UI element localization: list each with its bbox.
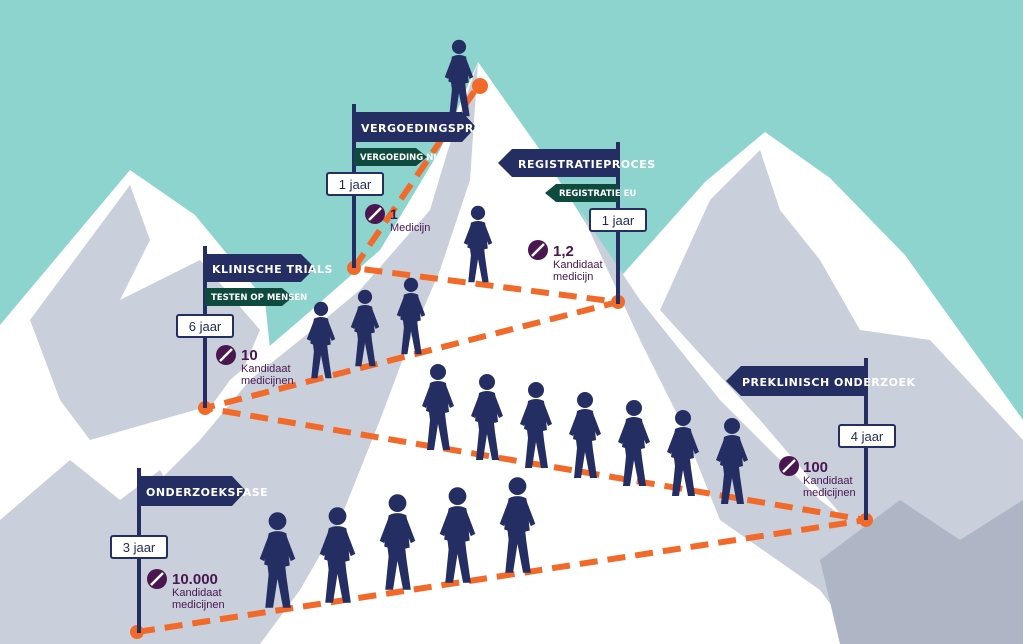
candidate-label: medicijnen [241,375,294,387]
sign-klinische-trials: KLINISCHE TRIALS TESTEN OP MENSEN 6 jaar… [176,246,333,408]
sign-registratieproces: REGISTRATIEPROCES REGISTRATIE EU 1 jaar … [498,142,656,304]
stage-duration: 1 jaar [339,177,372,192]
candidate-label: Kandidaat [803,475,853,487]
foreground-ridge-right [820,500,1023,644]
stage-duration: 4 jaar [851,429,884,444]
candidate-label: Kandidaat [553,259,603,271]
sign-vergoedingsproces: VERGOEDINGSPROCES VERGOEDING NL 1 jaar 1… [326,104,509,268]
stage-subtitle: REGISTRATIE EU [559,189,636,199]
candidate-count: 100 [803,459,828,476]
stage-subtitle: TESTEN OP MENSEN [211,293,307,303]
stage-title: ONDERZOEKSFASE [146,486,268,499]
candidate-label: medicijnen [172,599,225,611]
stage-subtitle: VERGOEDING NL [360,153,439,163]
candidate-label: Kandidaat [172,587,222,599]
sign-preklinisch-onderzoek: PREKLINISCH ONDERZOEK 4 jaar 100 Kandida… [726,358,916,520]
candidate-count: 10 [241,347,258,364]
stage-duration: 6 jaar [189,319,222,334]
stage-title: KLINISCHE TRIALS [212,263,333,276]
candidate-label: Kandidaat [241,363,291,375]
candidate-label: medicijn [553,271,593,283]
sign-onderzoeksfase: ONDERZOEKSFASE 3 jaar 10.000 Kandidaat m… [110,468,268,633]
route-point-summit [472,78,488,94]
candidate-count: 1 [390,206,398,222]
candidate-label: Medicijn [390,222,430,234]
stage-title: PREKLINISCH ONDERZOEK [742,376,916,389]
climbing-route [136,84,867,635]
candidate-count: 1,2 [553,243,574,260]
candidate-count: 10.000 [172,571,218,588]
stage-duration: 1 jaar [602,213,635,228]
stage-duration: 3 jaar [123,540,156,555]
stage-title: VERGOEDINGSPROCES [361,122,509,135]
mountain-left-shadow [30,185,260,440]
stage-title: REGISTRATIEPROCES [518,158,656,171]
candidate-label: medicijnen [803,487,856,499]
